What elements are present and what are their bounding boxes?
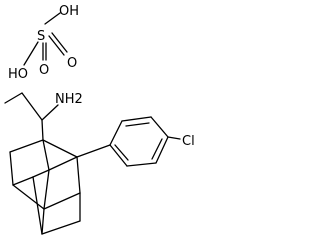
ring-double-1 — [125, 122, 150, 127]
bond-s-o-right — [48, 35, 65, 56]
adamantane-cage — [9, 139, 81, 235]
chlorophenyl-ring: Cl — [109, 116, 195, 167]
label-oh-top: OH — [59, 4, 79, 19]
cage-bond-8 — [43, 169, 50, 210]
label-amine: NH2 — [55, 92, 83, 107]
cage-bond-12 — [32, 176, 43, 235]
label-oh-left: HO — [8, 67, 28, 82]
cage-bond-15 — [41, 208, 45, 235]
ring-bond-1 — [109, 120, 123, 146]
ring-double-2 — [151, 138, 163, 160]
cage-bond-11 — [32, 169, 50, 178]
cage-bond-2 — [9, 151, 14, 186]
label-oxygen-right: O — [67, 56, 77, 71]
ring-bond-5 — [126, 162, 157, 167]
bond-c-n — [41, 104, 59, 121]
label-oxygen-bottom: O — [39, 63, 49, 78]
ring-double-3 — [114, 144, 129, 161]
cage-bond-13 — [41, 220, 81, 235]
bond-s-o-right-double — [51, 32, 68, 53]
cage-bond-6 — [42, 139, 78, 158]
bond-cage-aryl — [76, 144, 111, 158]
ethylamine-chain: NH2 — [4, 92, 83, 141]
cage-bond-10 — [12, 176, 34, 186]
cage-bond-9 — [48, 156, 78, 171]
ring-bond-4 — [155, 136, 169, 164]
cage-bond-7 — [42, 139, 50, 171]
ring-bond-6 — [109, 144, 128, 167]
bond-ethyl — [21, 92, 43, 121]
cage-bond-4 — [43, 192, 81, 210]
sulfuric-acid: OH S O O HO — [8, 4, 79, 82]
bond-methyl — [4, 92, 23, 104]
cage-bond-5 — [76, 156, 81, 194]
bond-ch-cage — [41, 119, 44, 141]
ring-bond-2 — [121, 116, 152, 122]
cage-bond-3 — [12, 184, 45, 210]
label-sulfur: S — [37, 29, 45, 44]
bond-s-oh-left — [23, 41, 39, 66]
ring-bond-3 — [150, 116, 169, 138]
cage-bond-1 — [9, 139, 44, 153]
bond-s-oh-top — [44, 12, 61, 25]
structure-diagram: OH S O O HO NH2 — [4, 4, 195, 235]
label-chlorine: Cl — [182, 134, 195, 149]
bond-c-cl — [167, 136, 181, 140]
